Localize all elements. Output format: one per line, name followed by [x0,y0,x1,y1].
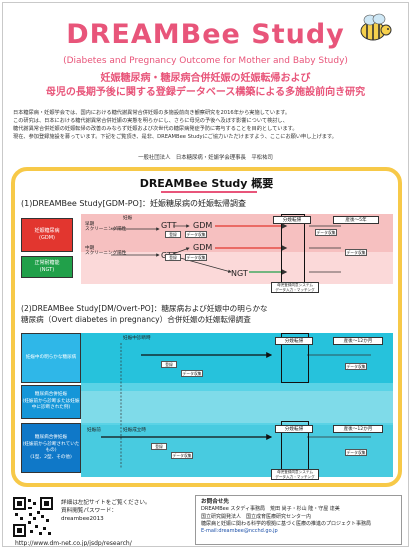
page-title: DREAMBee Study [66,19,345,50]
label-mid-screening: 中期 スクリーニング陽性 [85,246,127,256]
ngt-box: 正常耐糖能 (NGT) [21,256,73,278]
contact-box: お問合せ先 DREAMBee スタディ事務局 荒田 尚子・杉山 隆・守屋 達美 … [195,495,402,545]
gdm-box: 妊娠糖尿病 (GDM) [21,218,73,252]
contact-email-link[interactable]: E-mail:dreambee@ncchd.go.jp [201,528,278,535]
footer-note-line: 資料閲覧パスワード： [61,508,117,514]
contact-line: 国立研究開発法人 国立成育医療研究センター内 [201,513,312,520]
mini-data-8: データ収集 [345,449,367,456]
intro-signature: 一般社団法人 日本糖尿病・妊娠学会理事長 平松祐司 [138,155,273,161]
mini-register-3: 登録 [161,361,177,368]
qr-code-icon [13,497,53,537]
postpartum-column-head-2b: 産後〜12か月 [333,425,383,433]
mini-data-4: データ収集 [345,249,367,256]
mini-data-6: データ収集 [171,452,193,459]
subtitle-japanese-2: 母児の長期予後に関する登録データベース構築による多施設前向き研究 [45,87,366,98]
section-1-heading: (1)DREAMBee Study[GDM-PO]：妊娠糖尿病の妊娠転帰調査 [21,199,246,208]
overview-panel: DREAMBee Study 概要 (1)DREAMBee Study[GDM-… [11,167,402,487]
label-diagnosis: 妊娠中診断時 [123,336,151,341]
mini-register-4: 登録 [151,443,167,450]
mini-data-1: データ収集 [185,231,207,238]
intro-line: この研究は、日本における糖代謝異常合併妊娠の実態を明らかにし、さらに母児の予後へ… [13,118,288,124]
bee-logo-icon [360,13,392,41]
label-gtt-1: GTT [161,221,177,230]
diagram-band [81,425,393,477]
overt-band-box: 妊娠中の明らかな糖尿病 [21,333,81,383]
overt-dm-box: 糖尿病合併妊娠 (妊娠前から診断または妊娠中に診断された例) [21,385,81,419]
postpartum-column-head: 産後〜5年 [333,216,379,224]
footer-url-link[interactable]: http://www.dm-net.co.jp/jsdp/research/ [15,540,132,547]
label-establishment: 妊娠成立時 [123,428,146,433]
overview-title-underline [161,191,257,193]
diagram-1-arrows [111,222,341,276]
footer-note-line: 詳細は左記サイトをご覧ください。 [61,500,151,506]
label-gdm-1: GDM [193,221,213,230]
label-gdm-2: GDM [193,243,213,252]
subtitle-japanese-1: 妊娠糖尿病・糖尿病合併妊娠の妊娠転帰および [100,73,311,84]
delivery-column-head: 分娩転帰 [273,216,311,224]
postpartum-column-head-2a: 産後〜12か月 [333,337,383,345]
diagram-band [81,391,393,423]
footer-password: dreambee2013 [61,516,104,522]
mini-data-2: データ収集 [185,254,207,261]
pregestational-dm-box: 糖尿病合併妊娠 (妊娠前から診断されていたもの) (1型、2型、その他) [21,423,81,473]
delivery-column-2a [281,333,309,383]
diagram-dm-overt-po [81,333,393,477]
mini-data-7: データ収集 [345,363,367,370]
mini-data-3: データ収集 [315,229,337,236]
overview-title: DREAMBee Study 概要 [139,177,274,190]
delivery-column [281,214,305,284]
label-ngt: NGT [231,269,248,278]
diagram-2-arrows [101,343,371,469]
intro-text: 日本糖尿病・妊娠学会では、国内における糖代謝異常合併妊娠の多施設前向き観察研究を… [13,109,403,141]
db-system-box-1: 母児登録同意システム データ入力・マッチング [271,282,319,293]
label-pre-pregnancy: 妊娠前 [87,428,101,433]
contact-title: お問合せ先 [201,499,229,505]
label-early-screening: 早期 スクリーニング陽性 [85,222,127,232]
db-system-box-2: 母児登録同意システム データ入力・マッチング [271,469,319,480]
delivery-column-head-2b: 分娩転帰 [275,425,313,433]
mini-register-1: 登録 [165,231,181,238]
intro-line: 糖代謝異常合併妊娠の妊娠転帰の改善のみならず妊娠および次世代の糖尿病発症予防に寄… [13,126,298,132]
contact-line: 糖尿病と妊娠に関わる科学的根拠に基づく医療の推進のプロジェクト事務局 [201,520,372,527]
label-pregnancy: 妊娠 [123,216,133,221]
intro-line: 日本糖尿病・妊娠学会では、国内における糖代謝異常合併妊娠の多施設前向き観察研究を… [13,110,291,116]
contact-line: DREAMBee スタディ事務局 荒田 尚子・杉山 隆・守屋 達美 [201,506,340,513]
mini-register-2: 登録 [165,254,181,261]
section-2-heading-2: 糖尿病（Overt diabetes in pregnancy）合併妊娠の妊娠転… [21,315,251,324]
subtitle-english: (Diabetes and Pregnancy Outcome for Moth… [63,56,348,66]
section-2-heading-1: (2)DREAMBee Study[DM/Overt-PO]：糖尿病および妊娠中… [21,304,268,313]
footer-note: 詳細は左記サイトをご覧ください。 資料閲覧パスワード： dreambee2013 [61,499,151,523]
delivery-column-head-2a: 分娩転帰 [275,337,313,345]
intro-line: 現在、参加登録施設を募っています。下記をご覧頂き、是非、DREAMBee Stu… [13,134,337,140]
mini-data-5: データ収集 [181,370,203,377]
